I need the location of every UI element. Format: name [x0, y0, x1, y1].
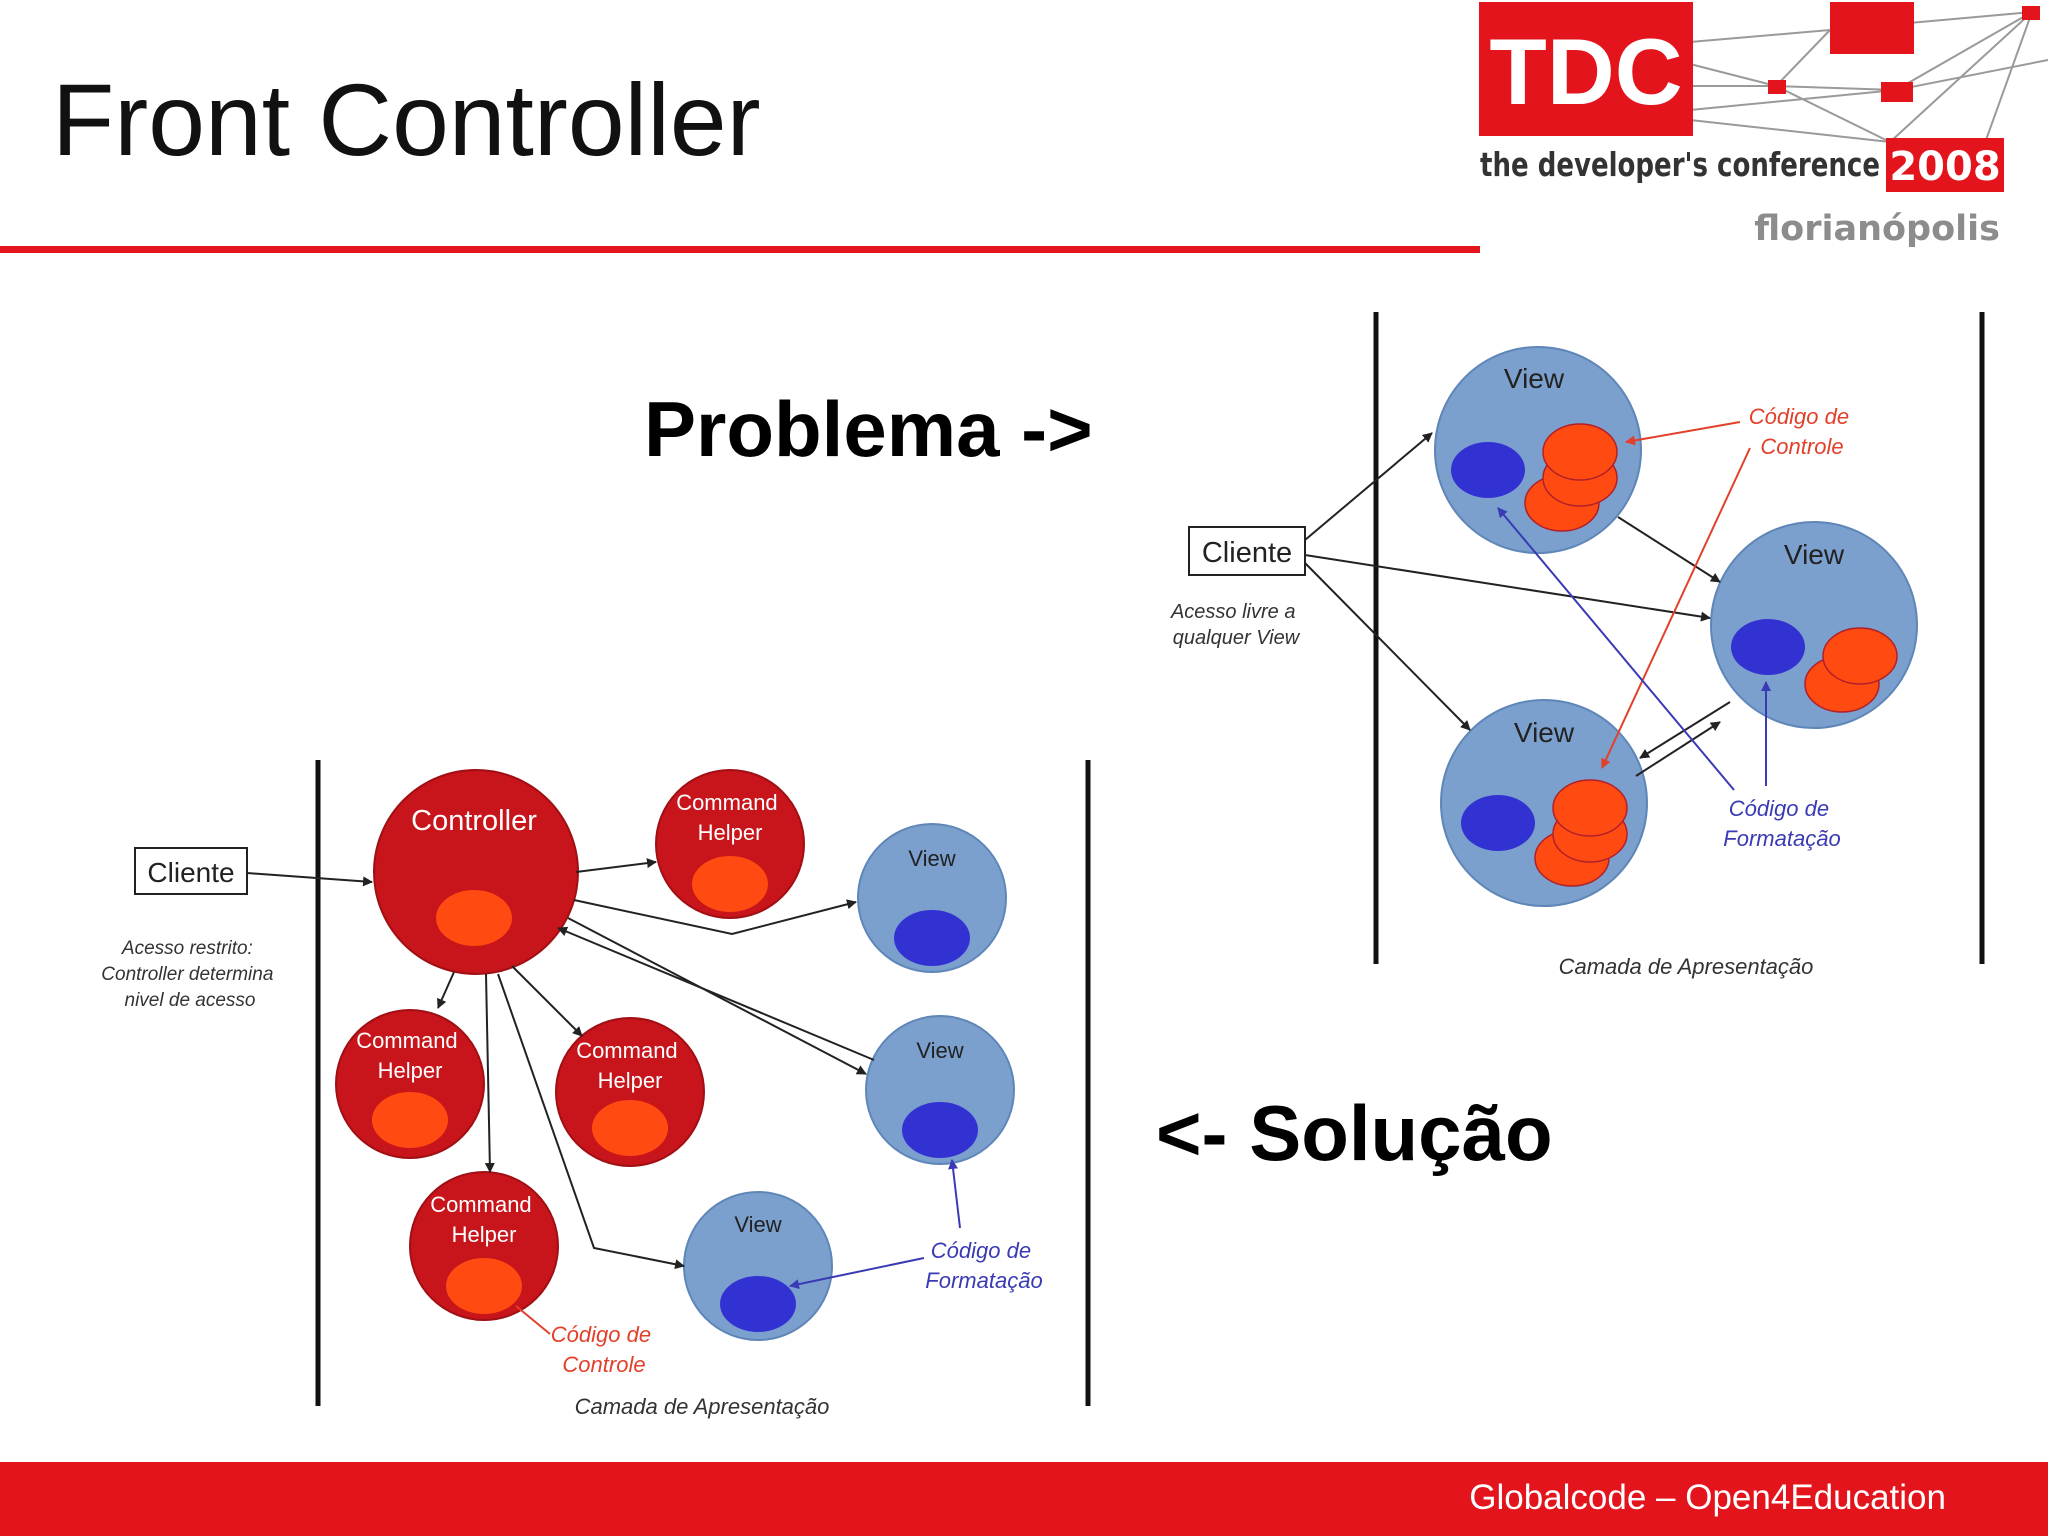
client-note: Acesso livre a qualquer View: [1170, 601, 1301, 649]
view-node: View: [1434, 346, 1642, 554]
view-node: View: [865, 1015, 1015, 1165]
control-code-pointers: [1601, 421, 1751, 769]
control-code-blob: [372, 1092, 448, 1148]
control-code-blob: [436, 890, 512, 946]
format-code-blob: [894, 910, 970, 966]
view-node: View: [683, 1191, 833, 1341]
helper-label: Command Helper: [576, 1038, 684, 1093]
client-label: Cliente: [1202, 537, 1292, 569]
client-box: Cliente: [1188, 526, 1306, 576]
format-code-blob: [1461, 795, 1535, 851]
view-label: View: [916, 1038, 963, 1063]
logo-node: [1881, 82, 1913, 102]
command-helper-node: Command Helper: [335, 1009, 485, 1159]
command-helper-node: Command Helper: [655, 769, 805, 919]
solution-diagram: Cliente Acesso restrito: Controller dete…: [101, 760, 1091, 1419]
helper-label: Command Helper: [676, 790, 784, 845]
logo-year: 2008: [1889, 144, 2000, 190]
problem-label: Problema ->: [644, 385, 1093, 473]
control-code-blob: [1552, 779, 1628, 837]
control-code-blob: [1822, 627, 1898, 685]
logo-node: [1830, 2, 1914, 54]
view-label: View: [908, 846, 955, 871]
footer-bar: Globalcode – Open4Education: [0, 1462, 2048, 1536]
solution-arrows: [246, 858, 875, 1270]
client-box: Cliente: [134, 847, 248, 895]
tdc-logo: TDC the developer's conference 2008 flor…: [1479, 2, 2048, 249]
control-code-blob: [592, 1100, 668, 1156]
control-code-blob: [446, 1258, 522, 1314]
view-label: View: [1504, 363, 1565, 394]
view-node: View: [1440, 699, 1648, 907]
format-code-blob: [720, 1276, 796, 1332]
format-code-pointers: [1497, 507, 1771, 791]
helper-label: Command Helper: [430, 1192, 538, 1247]
footer-text: Globalcode – Open4Education: [1469, 1478, 1946, 1517]
control-code-note: Código de Controle: [551, 1322, 657, 1377]
helper-label: Command Helper: [356, 1028, 464, 1083]
format-code-pointers: [789, 1159, 961, 1290]
command-helper-node: Command Helper: [409, 1171, 559, 1321]
format-code-note: Código de Formatação: [925, 1238, 1042, 1293]
control-code-blob: [692, 856, 768, 912]
logo-tagline: the developer's conference: [1480, 145, 1880, 184]
format-code-blob: [1451, 442, 1525, 498]
logo-city: florianópolis: [1754, 209, 2000, 249]
problem-diagram: Cliente Acesso livre a qualquer View Vie…: [1170, 312, 1985, 979]
logo-network-lines: [1689, 11, 2048, 143]
slide-title: Front Controller: [52, 63, 761, 177]
logo-node: [1768, 80, 1786, 94]
layer-label: Camada de Apresentação: [575, 1394, 830, 1419]
logo-block: [1479, 2, 1693, 136]
logo-acronym: TDC: [1489, 19, 1682, 124]
format-code-blob: [902, 1102, 978, 1158]
view-label: View: [1514, 717, 1575, 748]
format-code-blob: [1731, 619, 1805, 675]
logo-node: [2022, 6, 2040, 20]
header-rule: [0, 246, 1480, 253]
command-helper-node: Command Helper: [555, 1017, 705, 1167]
controller-node: Controller: [373, 769, 579, 975]
client-label: Cliente: [147, 857, 234, 888]
solution-label: <- Solução: [1156, 1089, 1553, 1177]
layer-label: Camada de Apresentação: [1559, 954, 1814, 979]
controller-label: Controller: [411, 805, 537, 837]
client-note: Acesso restrito: Controller determina ni…: [101, 938, 278, 1011]
control-code-blob: [1542, 423, 1618, 481]
logo-year-box: [1886, 138, 2004, 192]
control-code-note: Código de Controle: [1749, 404, 1855, 459]
control-code-pointer: [515, 1305, 551, 1335]
view-label: View: [734, 1212, 781, 1237]
view-node: View: [857, 823, 1007, 973]
view-node: View: [1710, 521, 1918, 729]
view-label: View: [1784, 539, 1845, 570]
format-code-note: Código de Formatação: [1723, 796, 1840, 851]
